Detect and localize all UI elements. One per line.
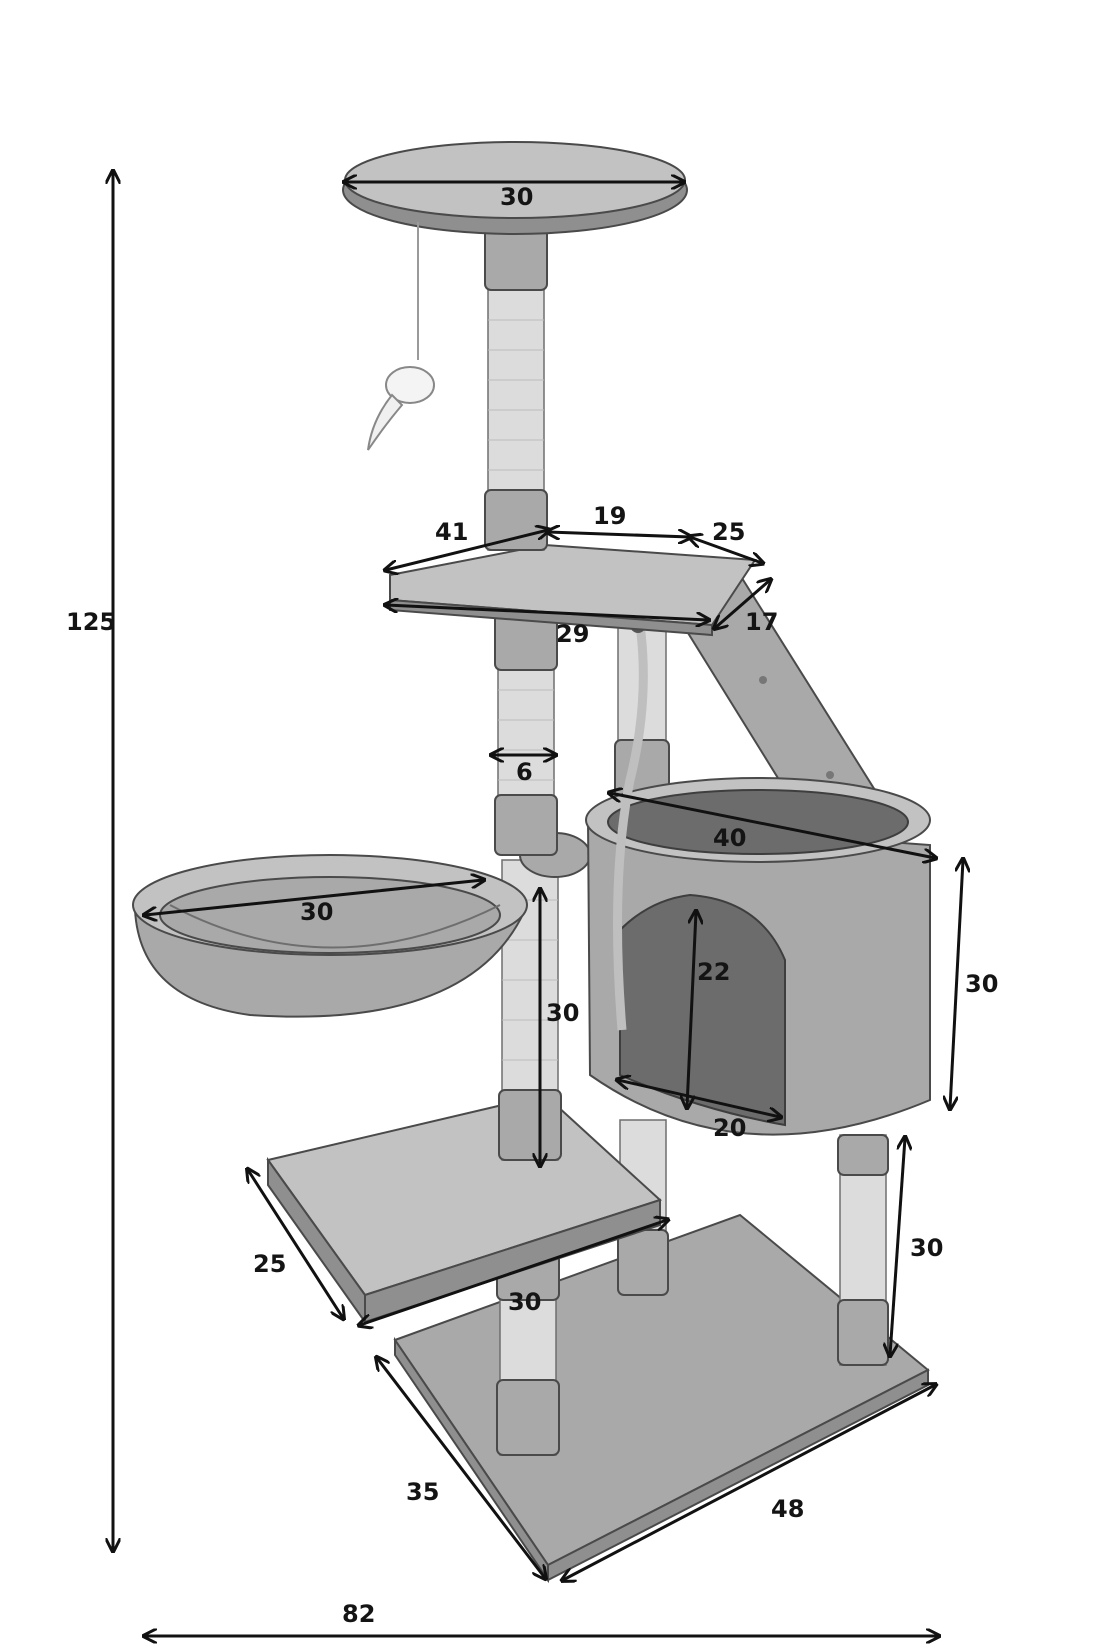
dim-condo-diameter-line bbox=[610, 793, 935, 858]
dim-mid-length-line bbox=[386, 605, 708, 620]
top-post bbox=[484, 209, 548, 551]
dim-base-width-line bbox=[563, 1385, 935, 1580]
condo-leg-right bbox=[837, 1134, 889, 1366]
label-total-height: 125 bbox=[66, 608, 116, 636]
label-step-depth: 25 bbox=[253, 1250, 286, 1278]
dim-condo-height-line bbox=[950, 860, 963, 1108]
dim-door-width-line bbox=[618, 1080, 780, 1117]
dim-leg-height-line bbox=[890, 1138, 905, 1355]
label-mid-middle: 19 bbox=[593, 502, 626, 530]
dim-base-depth-line bbox=[377, 1358, 545, 1578]
label-mid-corner: 17 bbox=[745, 608, 778, 636]
dim-step-depth-line bbox=[248, 1170, 343, 1318]
label-door-height: 22 bbox=[697, 958, 730, 986]
label-upper-post-height: 30 bbox=[546, 999, 579, 1027]
label-mid-length: 29 bbox=[556, 620, 589, 648]
label-step-width: 30 bbox=[508, 1288, 541, 1316]
label-basket: 30 bbox=[300, 898, 333, 926]
label-condo-height: 30 bbox=[965, 970, 998, 998]
dim-mid-middle-line bbox=[548, 532, 690, 537]
label-base-width: 48 bbox=[771, 1495, 804, 1523]
dimension-lines bbox=[113, 172, 963, 1636]
dim-mid-left-line bbox=[386, 530, 548, 570]
label-condo-diameter: 40 bbox=[713, 824, 746, 852]
dim-mid-right-line bbox=[690, 537, 762, 563]
toy-mouse bbox=[367, 222, 435, 451]
label-mid-right: 25 bbox=[712, 518, 745, 546]
label-door-width: 20 bbox=[713, 1114, 746, 1142]
main-post-upper bbox=[494, 609, 558, 856]
label-post-diameter: 6 bbox=[516, 758, 533, 786]
label-base-depth: 35 bbox=[406, 1478, 439, 1506]
dim-basket-line bbox=[145, 880, 483, 915]
label-leg-height: 30 bbox=[910, 1234, 943, 1262]
dim-mid-corner-line bbox=[715, 580, 770, 628]
cat-tree-illustration bbox=[132, 141, 931, 1584]
dimension-labels: 125 82 30 41 19 25 29 17 6 30 40 30 22 3… bbox=[66, 183, 998, 1628]
dim-step-width-line bbox=[360, 1220, 667, 1325]
label-total-width: 82 bbox=[342, 1600, 375, 1628]
label-top-platform: 30 bbox=[500, 183, 533, 211]
hanging-rope bbox=[613, 624, 648, 1031]
label-mid-left: 41 bbox=[435, 518, 468, 546]
condo-barrel bbox=[585, 777, 931, 1136]
